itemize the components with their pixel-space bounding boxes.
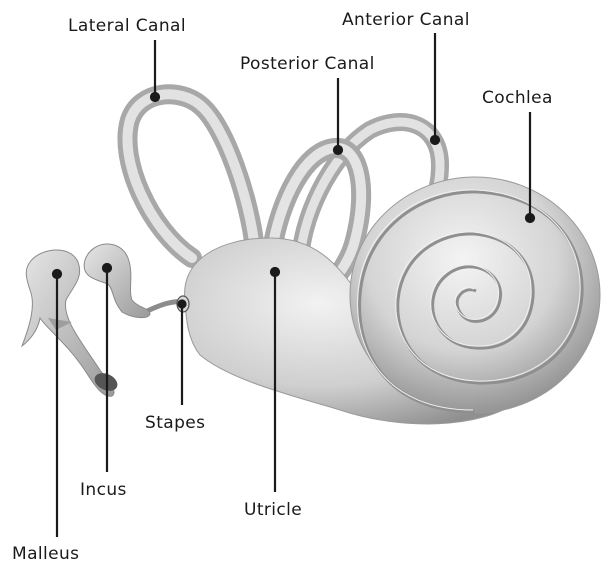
cochlea-label: Cochlea xyxy=(482,88,553,108)
cochlea-dot xyxy=(526,214,534,222)
lateral-canal-label: Lateral Canal xyxy=(68,16,186,36)
utricle-dot xyxy=(271,268,279,276)
posterior-canal-dot xyxy=(334,146,342,154)
lateral-canal-shape xyxy=(127,94,255,258)
malleus-dot xyxy=(53,270,61,278)
anterior-canal-dot xyxy=(431,136,439,144)
incus-dot xyxy=(103,264,111,272)
posterior-canal-label: Posterior Canal xyxy=(240,54,375,74)
anterior-canal-label: Anterior Canal xyxy=(342,10,470,30)
malleus-label: Malleus xyxy=(12,544,79,564)
incus-shape xyxy=(84,244,150,318)
cochlea-shape xyxy=(350,177,600,413)
stapes-label: Stapes xyxy=(145,413,205,433)
lateral-canal-dot xyxy=(151,93,159,101)
incus-label: Incus xyxy=(80,480,127,500)
utricle-label: Utricle xyxy=(244,500,302,520)
stapes-dot xyxy=(179,301,186,308)
